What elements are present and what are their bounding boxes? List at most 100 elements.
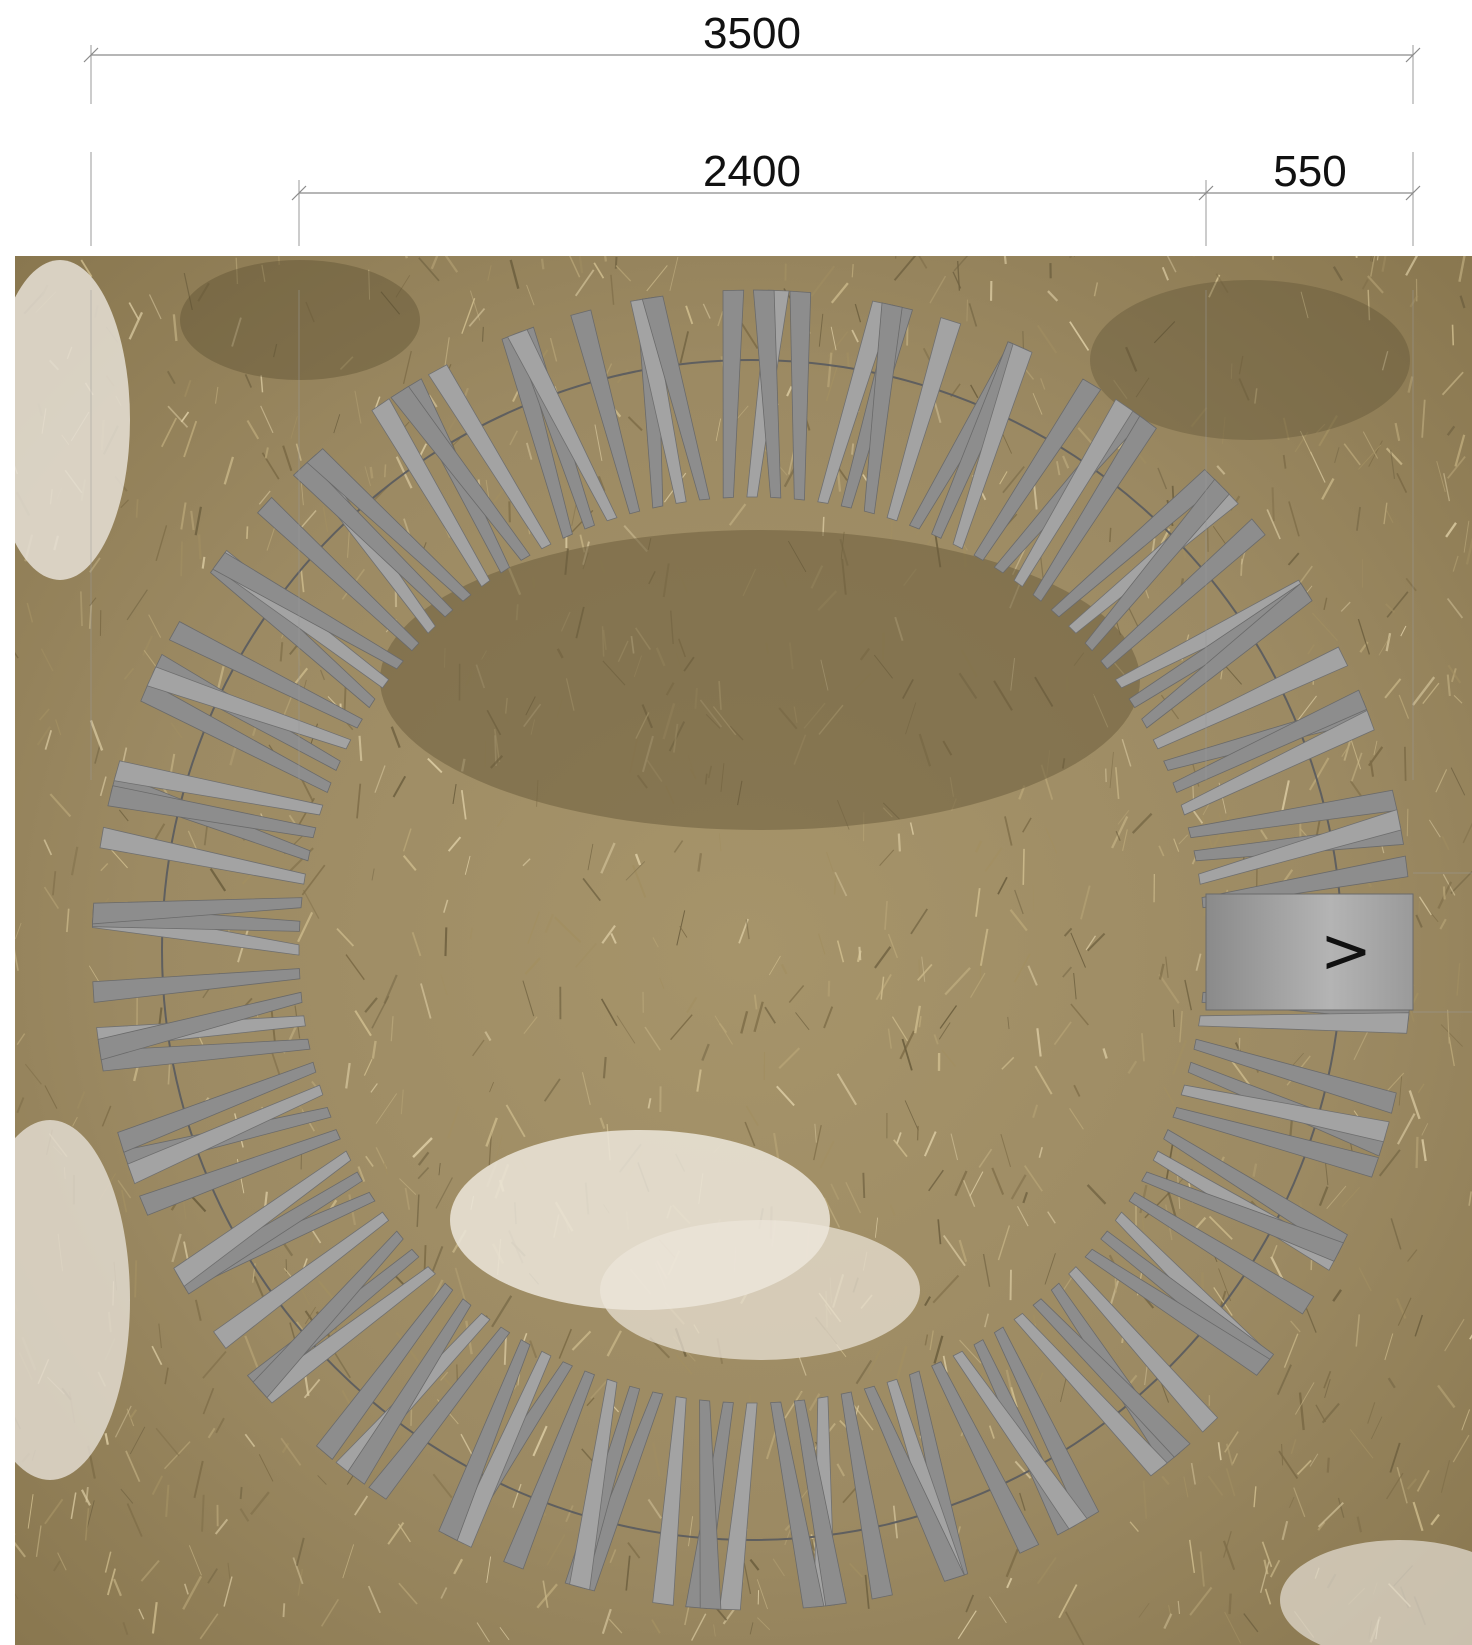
grass-blade xyxy=(1000,1133,1012,1168)
grass-blade xyxy=(165,1484,170,1517)
grass-blade xyxy=(1406,1478,1418,1490)
grass-blade xyxy=(1396,1466,1408,1504)
grass-blade xyxy=(1243,1613,1259,1633)
grass-blade xyxy=(1317,1501,1344,1528)
grass-blade xyxy=(652,1442,661,1477)
grass-blade xyxy=(982,1253,991,1287)
grass-blade xyxy=(1085,935,1097,951)
grass-blade xyxy=(862,1172,866,1199)
grass-blade xyxy=(447,836,462,852)
grass-blade xyxy=(1443,473,1451,502)
entry-panel xyxy=(1205,893,1414,1011)
grass-blade xyxy=(244,1335,260,1370)
bench-slat xyxy=(1172,1107,1380,1178)
grass-blade xyxy=(1369,256,1372,262)
bench-slat xyxy=(127,1084,324,1185)
grass-blade xyxy=(371,1040,377,1059)
grass-blade xyxy=(602,1056,607,1079)
grass-blade xyxy=(1459,295,1466,309)
grass-blade xyxy=(383,464,387,478)
grass-blade xyxy=(24,1063,42,1085)
grass-blade xyxy=(830,1183,840,1201)
grass-blade xyxy=(1350,752,1363,782)
grass-blade xyxy=(753,1001,764,1033)
grass-blade xyxy=(954,1170,968,1197)
grass-blade xyxy=(991,1167,1005,1195)
grass-blade xyxy=(367,1585,381,1614)
grass-blade xyxy=(1456,963,1461,996)
bench-slat xyxy=(722,289,745,499)
grass-blade xyxy=(1296,1459,1312,1475)
grass-blade xyxy=(1077,427,1094,445)
grass-blade xyxy=(1238,378,1250,401)
grass-blade xyxy=(536,1583,558,1609)
grass-blade xyxy=(1311,612,1338,642)
grass-blade xyxy=(1014,889,1024,915)
grass-blade xyxy=(659,977,665,990)
grass-blade xyxy=(529,1340,538,1359)
grass-blade xyxy=(194,1299,202,1321)
grass-blade xyxy=(390,726,401,749)
grass-blade xyxy=(345,1062,351,1089)
grass-blade xyxy=(702,303,711,319)
grass-blade xyxy=(354,390,362,424)
grass-blade xyxy=(281,1442,290,1454)
grass-blade xyxy=(1102,1048,1108,1059)
grass-blade xyxy=(135,499,139,518)
grass-blade xyxy=(1153,321,1176,344)
grass-blade xyxy=(1163,1613,1173,1630)
grass-blade xyxy=(1350,739,1362,770)
grass-blade xyxy=(297,911,314,943)
grass-blade xyxy=(1396,472,1408,494)
grass-blade xyxy=(1430,1513,1440,1526)
grass-blade xyxy=(188,1545,202,1576)
grass-blade xyxy=(36,726,51,746)
grass-blade xyxy=(184,379,192,397)
grass-blade xyxy=(929,1330,934,1351)
grass-blade xyxy=(142,635,153,656)
grass-blade xyxy=(1287,552,1300,566)
bench-slat xyxy=(699,1399,722,1610)
grass-blade xyxy=(1014,1460,1032,1479)
dune-shadow xyxy=(380,530,1140,830)
grass-blade xyxy=(172,314,178,342)
grass-blade xyxy=(749,1622,754,1635)
grass-blade xyxy=(183,420,198,458)
grass-blade xyxy=(1452,555,1459,572)
grass-blade xyxy=(581,1072,591,1106)
grass-blade xyxy=(1047,1211,1056,1224)
grass-blade xyxy=(1122,829,1128,852)
grass-blade xyxy=(260,375,264,393)
grass-blade xyxy=(1036,1372,1044,1388)
grass-blade xyxy=(532,1425,548,1457)
grass-blade xyxy=(627,416,643,432)
grass-blade xyxy=(1022,1191,1029,1204)
grass-blade xyxy=(988,1175,997,1186)
grass-blade xyxy=(1006,1577,1013,1589)
grass-blade xyxy=(1183,1476,1189,1498)
grass-blade xyxy=(1468,1191,1472,1206)
grass-blade xyxy=(411,931,422,957)
grass-blade xyxy=(496,817,504,827)
grass-blade xyxy=(1001,1056,1015,1070)
grass-blade xyxy=(1259,1561,1270,1594)
sand-patch xyxy=(15,260,130,580)
bench-slat xyxy=(452,1350,552,1548)
grass-blade xyxy=(164,1367,169,1385)
bench-slat xyxy=(139,1129,341,1216)
grass-blade xyxy=(745,1105,759,1127)
grass-blade xyxy=(625,1555,631,1591)
grass-blade xyxy=(76,1091,86,1109)
grass-blade xyxy=(443,899,449,913)
grass-blade xyxy=(1141,1212,1145,1232)
grass-blade xyxy=(1332,1289,1343,1302)
grass-blade xyxy=(1064,1611,1085,1645)
grass-blade xyxy=(875,973,892,1001)
grass-blade xyxy=(120,1488,134,1504)
grass-blade xyxy=(823,1197,841,1228)
grass-blade xyxy=(780,963,788,975)
grass-blade xyxy=(495,1134,503,1161)
grass-blade xyxy=(582,877,601,902)
grass-blade xyxy=(400,1089,404,1115)
grass-blade xyxy=(1238,355,1244,375)
